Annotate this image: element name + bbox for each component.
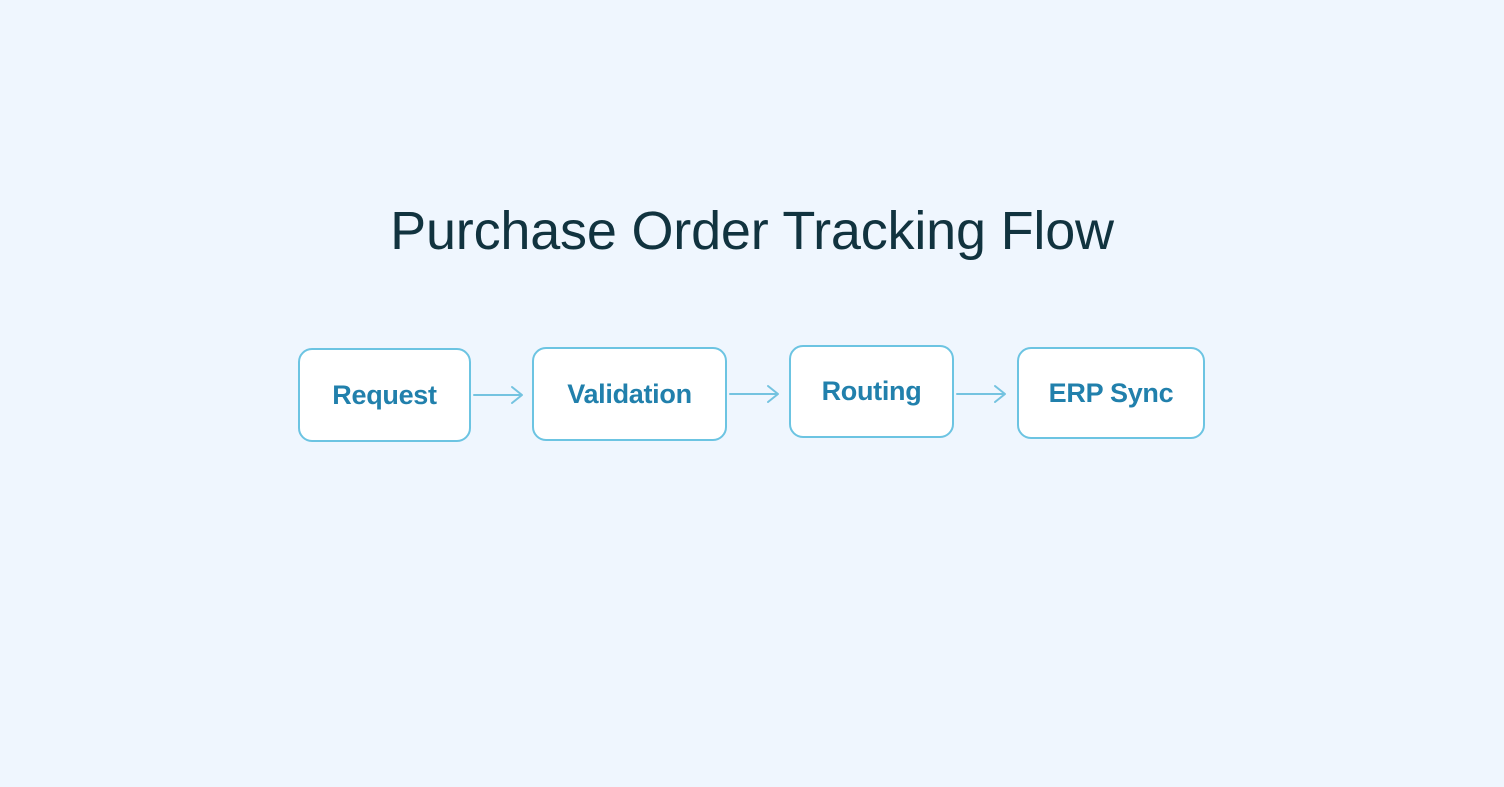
flow-node-label: Validation — [567, 378, 692, 409]
flow-node-label: Routing — [821, 376, 922, 406]
flow-sequence: Request Validation Routing — [298, 345, 1208, 445]
flow-arrow-validation-to-routing — [729, 382, 786, 406]
flow-node-routing[interactable]: Routing — [789, 345, 954, 438]
page-title: Purchase Order Tracking Flow — [390, 201, 1114, 261]
flow-arrow-request-to-validation — [473, 383, 530, 407]
flow-node-label: ERP Sync — [1048, 377, 1174, 408]
flow-node-label: Request — [332, 379, 437, 410]
flow-node-erp-sync[interactable]: ERP Sync — [1017, 347, 1205, 439]
flow-node-validation[interactable]: Validation — [532, 347, 727, 441]
flow-node-request[interactable]: Request — [298, 348, 471, 442]
flow-arrow-routing-to-erp-sync — [956, 382, 1013, 406]
